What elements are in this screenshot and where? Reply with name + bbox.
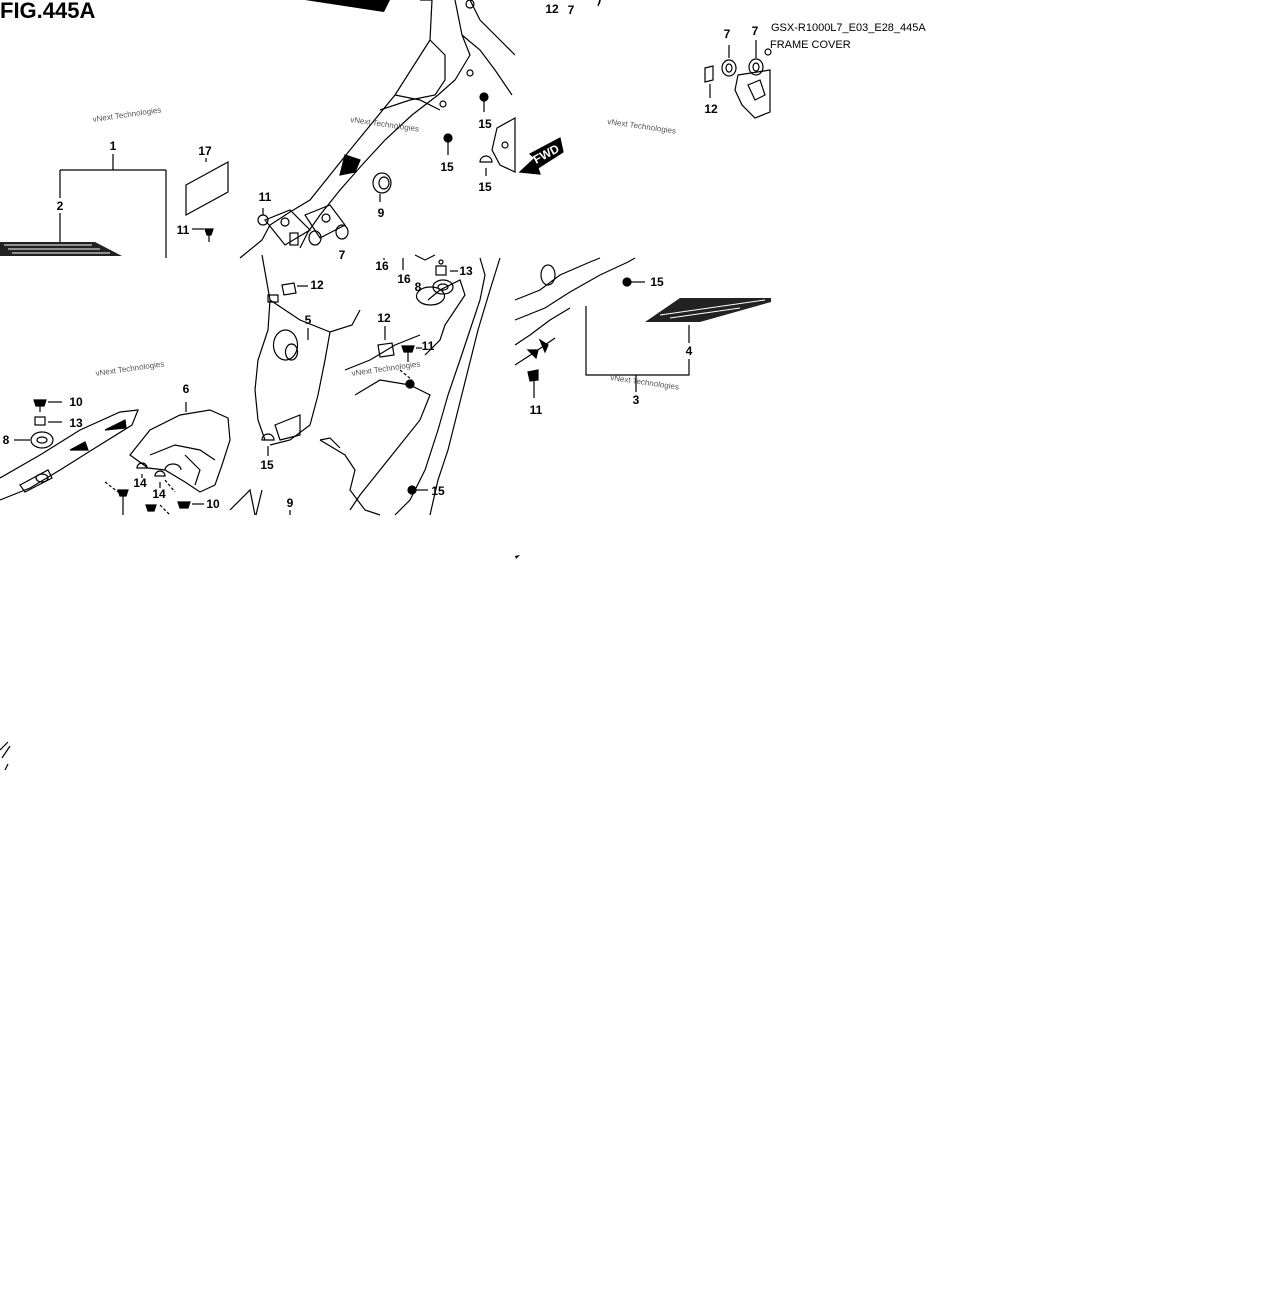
grommet-9	[372, 172, 392, 202]
callout-number: 15	[478, 117, 492, 131]
callout-number: 12	[377, 311, 391, 325]
callout-number: 9	[378, 206, 385, 220]
panel-top-left: FWD	[0, 0, 564, 259]
fastener-15-mid	[261, 433, 428, 495]
fastener-14-10-group	[104, 462, 256, 516]
callout-number: 17	[198, 144, 212, 158]
fastener-10-13-8-stack	[14, 399, 62, 449]
callout-number: 11	[422, 339, 435, 353]
fastener-11-group	[192, 208, 269, 242]
callout-number: 1	[110, 139, 117, 153]
callout-number: 14	[133, 476, 147, 490]
callout-number: 12	[704, 102, 718, 116]
clip-and-grommet-group	[289, 224, 349, 246]
panel-middle	[254, 254, 501, 516]
panel-bottom-left	[0, 399, 256, 516]
clip-12-right	[704, 65, 714, 98]
fwd-arrow-icon: FWD	[518, 137, 564, 175]
callout-number: 15	[431, 484, 445, 498]
tail-cowl-6	[129, 402, 231, 493]
watermark: vNext Technologies	[351, 359, 421, 378]
watermark-group: vNext Technologies vNext Technologies vN…	[92, 105, 680, 391]
watermark: vNext Technologies	[92, 105, 162, 124]
callout-number: 7	[339, 248, 346, 262]
callout-number: 11	[259, 190, 272, 204]
callout-number: 13	[459, 264, 473, 278]
callout-number: 8	[3, 433, 10, 447]
side-cover-left	[0, 409, 139, 501]
callout-number: 9	[287, 496, 294, 510]
callout-number: 13	[69, 416, 83, 430]
callout-number: 16	[397, 272, 411, 286]
side-decal-right	[645, 298, 771, 322]
figure-name: FRAME COVER	[770, 39, 851, 51]
frame-rear-right	[514, 257, 636, 366]
callout-number: 12	[310, 278, 324, 292]
callout-number: 15	[260, 458, 274, 472]
watermark: vNext Technologies	[607, 117, 677, 136]
callout-number: 16	[375, 259, 389, 273]
fastener-11-mid	[399, 345, 422, 389]
callout-number: 7	[568, 3, 575, 17]
callout-number: 11	[177, 223, 190, 237]
rear-frame-cover	[254, 254, 501, 516]
callout-number: 11	[530, 403, 543, 417]
figure-code: GSX-R1000L7_E03_E28_445A	[771, 22, 926, 34]
callout-number: 7	[724, 27, 731, 41]
callout-number: 7	[752, 24, 759, 38]
callout-number: 15	[650, 275, 664, 289]
callout-number: 6	[183, 382, 190, 396]
fastener-15-group	[443, 92, 493, 176]
label-plate-17	[185, 160, 229, 217]
side-decal	[0, 242, 122, 256]
grommet-13-8-stack	[432, 259, 458, 295]
callout-bracket-1	[59, 154, 167, 258]
callout-number: 5	[305, 313, 312, 327]
clip-12-mid	[267, 282, 395, 358]
callout-number: 10	[206, 497, 220, 511]
callout-number: 12	[545, 2, 559, 16]
panel-top-right	[597, 0, 772, 119]
callout-number: 2	[57, 199, 64, 213]
callout-number: 15	[440, 160, 454, 174]
callout-number: 4	[686, 344, 693, 358]
callout-number: 14	[152, 487, 166, 501]
decal-fragment-top	[305, 0, 390, 12]
bracket-right	[734, 48, 772, 119]
figure-title: FIG.445A	[0, 0, 96, 23]
stray-marks	[0, 555, 520, 771]
callout-number: 10	[69, 395, 83, 409]
watermark: vNext Technologies	[610, 373, 680, 392]
watermark: vNext Technologies	[95, 359, 165, 378]
fastener-11-right	[527, 369, 539, 398]
callout-number: 8	[415, 280, 422, 294]
panel-middle-right	[514, 257, 771, 398]
frame-cover-body	[239, 0, 516, 259]
fastener-15-right	[622, 277, 645, 287]
callout-number: 15	[478, 180, 492, 194]
callout-number: 7	[597, 0, 604, 7]
callout-number: 3	[633, 393, 640, 407]
callout-bracket-3	[585, 306, 690, 392]
grommet-7-pair	[721, 40, 764, 77]
